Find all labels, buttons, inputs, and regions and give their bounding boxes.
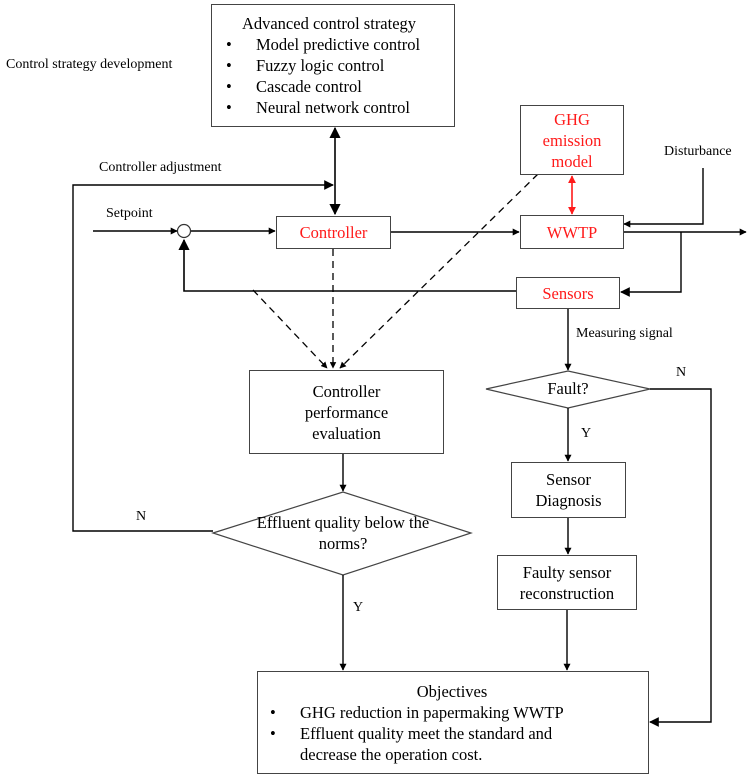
strategy-list: Model predictive control Fuzzy logic con… bbox=[220, 34, 420, 118]
ghg-model-line: model bbox=[551, 151, 593, 171]
fault-no-line bbox=[649, 388, 712, 727]
controller-adjustment-label: Controller adjustment bbox=[99, 160, 222, 175]
ghg-model-line: GHG bbox=[554, 109, 590, 129]
faulty-sensor-reconstruction-block: Faulty sensor reconstruction bbox=[497, 555, 637, 610]
control-strategy-development-label: Control strategy development bbox=[6, 57, 173, 72]
sensors-block: Sensors bbox=[516, 277, 620, 309]
strategy-item: Cascade control bbox=[220, 76, 420, 97]
sensor-diagnosis-block: Sensor Diagnosis bbox=[511, 462, 626, 518]
controller-performance-evaluation-block: Controller performance evaluation bbox=[249, 370, 444, 454]
wwtp-block: WWTP bbox=[520, 215, 624, 249]
advanced-control-strategy-box: Advanced control strategy Model predicti… bbox=[211, 4, 455, 127]
sensor-diagnosis-line: Sensor bbox=[546, 470, 591, 489]
objective-item: GHG reduction in papermaking WWTP bbox=[264, 702, 594, 723]
effluent-no-label: N bbox=[136, 509, 147, 524]
controller-label: Controller bbox=[299, 223, 368, 242]
effluent-yes-label: Y bbox=[353, 600, 364, 615]
setpoint-label: Setpoint bbox=[106, 206, 153, 221]
objectives-block: Objectives GHG reduction in papermaking … bbox=[257, 671, 649, 774]
sensors-label: Sensors bbox=[542, 283, 594, 303]
output-to-sensors-line bbox=[620, 232, 682, 297]
strategy-item: Model predictive control bbox=[220, 34, 420, 55]
feedback-line bbox=[178, 238, 516, 292]
wwtp-label: WWTP bbox=[546, 222, 598, 242]
ghg-model-line: emission bbox=[542, 130, 602, 150]
objectives-list: GHG reduction in papermaking WWTP Efflue… bbox=[264, 702, 594, 765]
dashed-ghg-to-evaluation bbox=[339, 173, 539, 369]
dashed-feedback-to-evaluation bbox=[252, 289, 328, 369]
evaluation-line: evaluation bbox=[312, 423, 381, 443]
controller-block: Controller bbox=[276, 216, 391, 249]
sensor-diagnosis-line: Diagnosis bbox=[535, 491, 602, 510]
strategy-item: Neural network control bbox=[220, 97, 420, 118]
controller-adjustment-line bbox=[72, 180, 334, 532]
advanced-control-strategy-title: Advanced control strategy bbox=[241, 14, 417, 33]
fault-question: Fault? bbox=[547, 379, 589, 398]
objectives-title: Objectives bbox=[416, 681, 488, 701]
measuring-signal-label: Measuring signal bbox=[576, 326, 673, 341]
effluent-diamond bbox=[211, 491, 473, 576]
fault-yes-label: Y bbox=[581, 426, 592, 441]
objective-item: Effluent quality meet the standard and d… bbox=[264, 723, 594, 765]
ghg-emission-model-block: GHG emission model bbox=[520, 105, 624, 175]
faulty-sensor-line: reconstruction bbox=[519, 583, 615, 603]
evaluation-line: performance bbox=[304, 402, 389, 422]
fault-no-label: N bbox=[676, 365, 687, 380]
evaluation-line: Controller bbox=[312, 381, 381, 401]
effluent-question-line: norms? bbox=[318, 534, 368, 553]
summing-junction bbox=[176, 223, 192, 239]
effluent-question: Effluent quality below the norms? bbox=[223, 512, 463, 554]
disturbance-line bbox=[623, 168, 704, 228]
strategy-item: Fuzzy logic control bbox=[220, 55, 420, 76]
effluent-question-line: Effluent quality below the bbox=[256, 513, 430, 532]
faulty-sensor-line: Faulty sensor bbox=[522, 562, 612, 582]
disturbance-label: Disturbance bbox=[664, 144, 732, 159]
